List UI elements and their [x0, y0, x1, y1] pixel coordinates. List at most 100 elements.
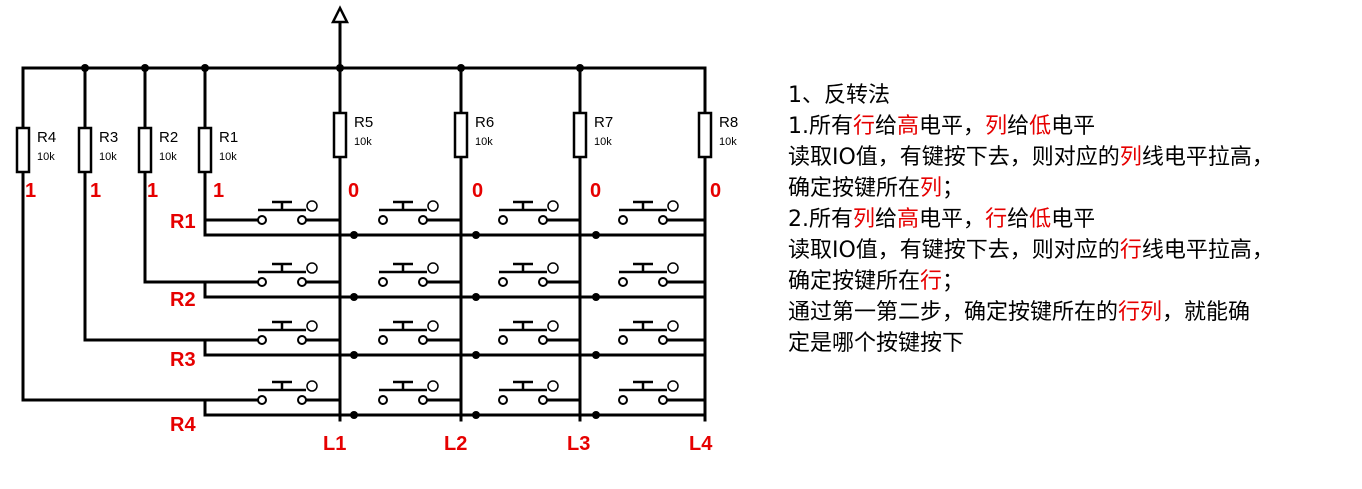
resistor-label: R5 — [354, 114, 373, 131]
note-text: 读取IO值，有键按下去，则对应的 — [788, 145, 1120, 170]
key-switch — [498, 262, 559, 287]
junction-dot — [457, 64, 465, 72]
key-switch — [378, 380, 439, 405]
key-switch — [378, 200, 439, 225]
resistor-body — [137, 126, 153, 174]
junction-dot — [592, 351, 600, 359]
note-text: ； — [942, 176, 965, 201]
key-switch — [618, 262, 679, 287]
resistor-value: 10k — [37, 151, 55, 163]
highlight-text: 行 — [985, 207, 1008, 232]
switch-contact — [498, 277, 508, 287]
vcc-arrow-icon — [330, 5, 350, 24]
resistor-value: 10k — [219, 151, 237, 163]
highlight-text: 列 — [853, 207, 876, 232]
highlight-text: 高 — [897, 207, 920, 232]
resistor-body — [197, 126, 213, 174]
resistor-body — [332, 111, 348, 159]
switch-contact — [618, 395, 628, 405]
logic-level-label: 1 — [213, 180, 224, 202]
switch-contact — [538, 335, 548, 345]
switch-contact — [618, 215, 628, 225]
row-label: R2 — [170, 289, 196, 311]
switch-contact — [658, 335, 668, 345]
note-text: 线电平拉高， — [1141, 238, 1274, 263]
switch-contact — [538, 395, 548, 405]
tactile-indicator-icon — [306, 320, 318, 332]
note-line: 1、反转法 — [788, 80, 1358, 111]
note-line: 读取IO值，有键按下去，则对应的列线电平拉高， — [788, 142, 1358, 173]
tactile-indicator-icon — [547, 320, 559, 332]
tactile-indicator-icon — [667, 320, 679, 332]
column-label: L4 — [689, 433, 713, 455]
highlight-text: 行 — [1119, 238, 1142, 263]
logic-level-label: 0 — [590, 180, 601, 202]
switch-contact — [297, 277, 307, 287]
note-line: 确定按键所在列； — [788, 173, 1358, 204]
key-switch — [498, 200, 559, 225]
resistor-label: R7 — [594, 114, 613, 131]
note-text: 给 — [1007, 114, 1030, 139]
junction-dot — [336, 64, 344, 72]
switch-contact — [498, 335, 508, 345]
key-switch — [498, 380, 559, 405]
note-line: 2.所有列给高电平，行给低电平 — [788, 204, 1358, 235]
logic-level-label: 0 — [348, 180, 359, 202]
highlight-text: 列 — [1119, 145, 1142, 170]
note-text: ； — [942, 269, 965, 294]
note-text: 给 — [875, 207, 898, 232]
tactile-indicator-icon — [306, 200, 318, 212]
highlight-text: 行 — [920, 269, 943, 294]
switch-contact — [658, 277, 668, 287]
highlight-text: 行 — [853, 114, 876, 139]
note-text: 确定按键所在 — [788, 269, 921, 294]
keypad-matrix-circuit: R410kR310kR210kR110kR510kR610kR710kR810k… — [15, 5, 738, 455]
switch-contact — [618, 335, 628, 345]
resistor-value: 10k — [475, 136, 493, 148]
note-line: 读取IO值，有键按下去，则对应的行线电平拉高， — [788, 235, 1358, 266]
switch-contact — [418, 215, 428, 225]
highlight-text: 列 — [985, 114, 1008, 139]
logic-level-label: 1 — [90, 180, 101, 202]
junction-dot — [350, 231, 358, 239]
note-text: 2.所有 — [788, 207, 853, 232]
key-switch — [257, 262, 318, 287]
resistor-label: R6 — [475, 114, 494, 131]
tactile-indicator-icon — [667, 262, 679, 274]
note-text: 1、反转法 — [788, 83, 890, 108]
tactile-indicator-icon — [667, 380, 679, 392]
junction-dot — [472, 351, 480, 359]
switch-contact — [257, 277, 267, 287]
tactile-indicator-icon — [306, 380, 318, 392]
junction-dot — [350, 293, 358, 301]
note-text: 电平， — [919, 114, 986, 139]
junction-dot — [592, 411, 600, 419]
switch-contact — [257, 215, 267, 225]
row-label: R1 — [170, 211, 196, 233]
switch-contact — [297, 395, 307, 405]
note-text: 线电平拉高， — [1141, 145, 1274, 170]
tactile-indicator-icon — [427, 320, 439, 332]
switch-contact — [378, 277, 388, 287]
note-line: 定是哪个按键按下 — [788, 328, 1358, 359]
junction-dot — [350, 351, 358, 359]
resistor-body — [697, 111, 713, 159]
note-text: 电平， — [919, 207, 986, 232]
switch-contact — [418, 395, 428, 405]
tactile-indicator-icon — [547, 380, 559, 392]
highlight-text: 列 — [920, 176, 943, 201]
switch-contact — [378, 335, 388, 345]
resistor-label: R2 — [159, 129, 178, 146]
junction-dot — [472, 293, 480, 301]
junction-dot — [592, 293, 600, 301]
column-label: L1 — [323, 433, 346, 455]
logic-level-label: 0 — [710, 180, 721, 202]
note-text: 1.所有 — [788, 114, 853, 139]
switch-contact — [618, 277, 628, 287]
resistor-label: R4 — [37, 129, 56, 146]
junction-dot — [141, 64, 149, 72]
note-text: 定是哪个按键按下 — [788, 331, 965, 356]
junction-dot — [350, 411, 358, 419]
